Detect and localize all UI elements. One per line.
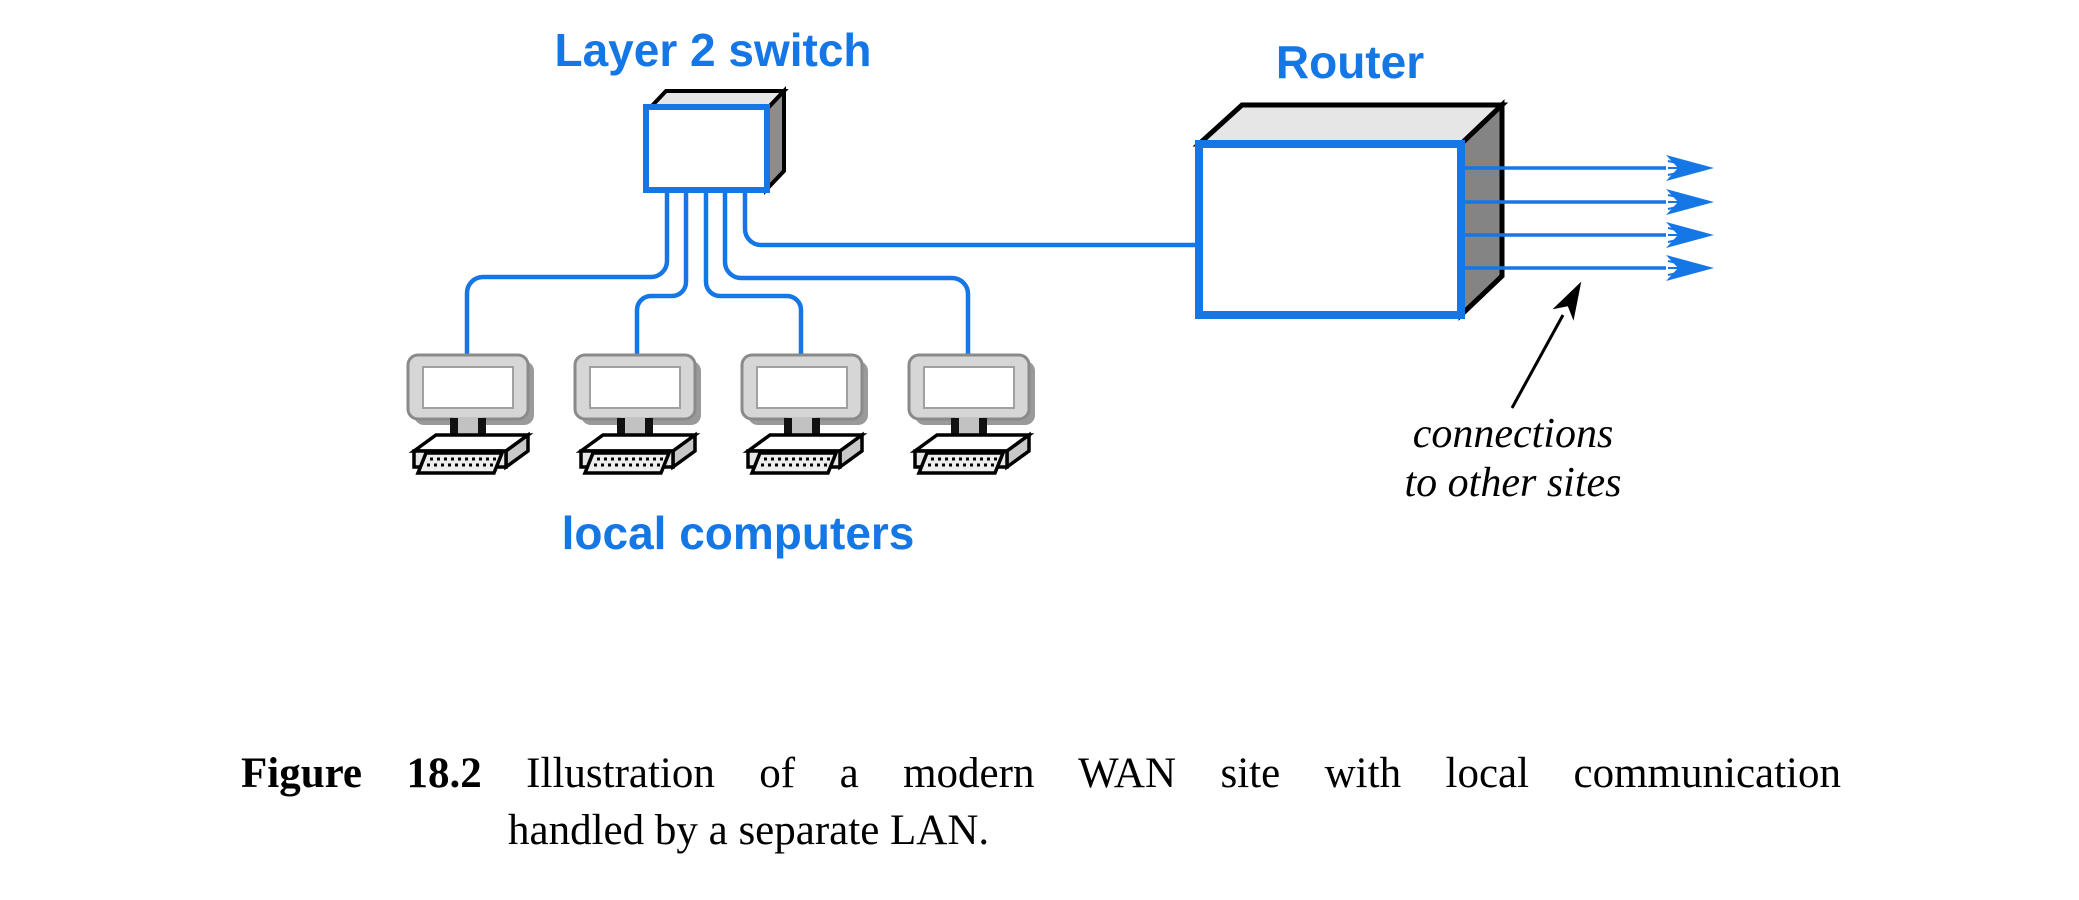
- annotation-text-line2: to other sites: [1404, 460, 1622, 506]
- caption-figure-number: Figure 18.2: [241, 750, 482, 797]
- computer-1: [406, 353, 536, 475]
- computer-4: [907, 353, 1037, 475]
- computer-3: [740, 353, 870, 475]
- annotation-text-line1: connections: [1412, 411, 1614, 457]
- router-side-face: [1458, 99, 1505, 321]
- router-front-face: [1195, 140, 1465, 319]
- caption-line2: handled by a separate LAN.: [508, 807, 990, 854]
- annotation-arrow: [1510, 281, 1582, 409]
- switch-router-link: [742, 190, 1203, 248]
- router-box: [1192, 99, 1509, 321]
- figure-caption: Figure 18.2 Illustration of a modern WAN…: [241, 745, 1841, 859]
- router-top-face: [1192, 102, 1509, 147]
- lan-cable-1: [464, 190, 670, 357]
- caption-text-line1: Illustration of a modern WAN site with l…: [526, 750, 1842, 797]
- router-label: Router: [1275, 36, 1425, 88]
- lan-cable-3: [703, 190, 804, 357]
- switch-front-face: [643, 104, 770, 193]
- annotation-text: connections to other sites: [1405, 410, 1622, 508]
- local-computers: [406, 353, 1037, 475]
- computer-2: [573, 353, 703, 475]
- local-computers-label: local computers: [561, 507, 915, 559]
- wan-arrows: [1464, 155, 1714, 281]
- switch-box: [643, 85, 789, 196]
- lan-cable-4: [722, 190, 971, 357]
- switch-label: Layer 2 switch: [554, 24, 872, 76]
- caption-line1: Figure 18.2 Illustration of a modern WAN…: [241, 745, 1841, 802]
- lan-cables: [464, 190, 1203, 357]
- lan-cable-2: [634, 190, 689, 357]
- network-diagram: [406, 85, 1714, 475]
